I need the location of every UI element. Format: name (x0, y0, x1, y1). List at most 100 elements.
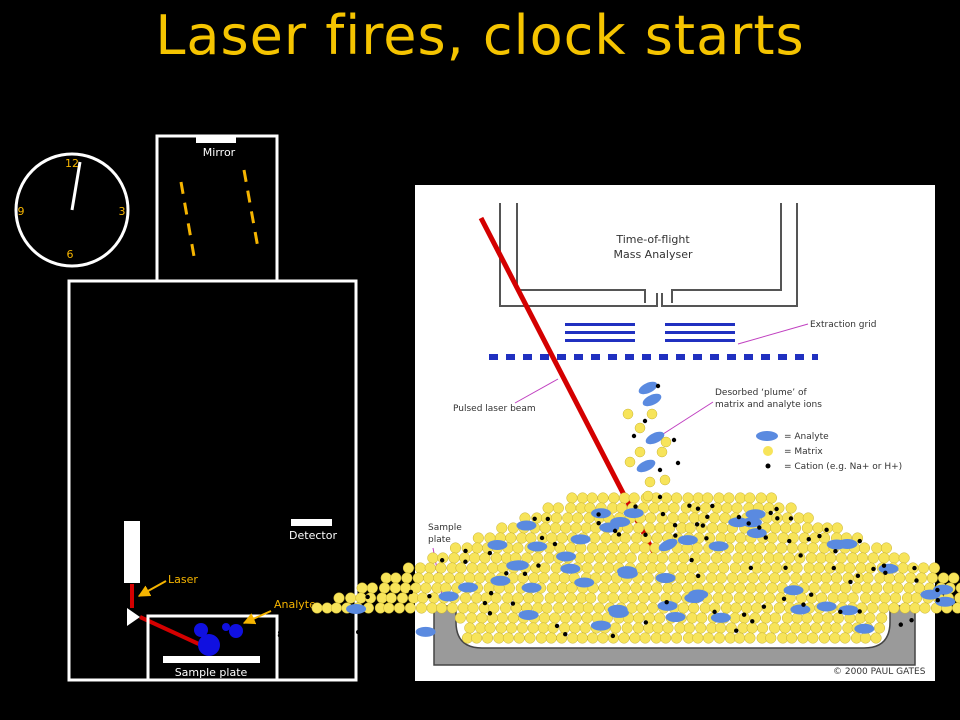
matrix-crystal (537, 622, 549, 634)
legend-cation-label: = Cation (e.g. Na+ or H+) (784, 462, 902, 472)
plume-matrix (646, 408, 658, 420)
analyte-molecule (556, 551, 577, 562)
sample-plate-text-line2: plate (428, 535, 451, 545)
matrix-crystal (812, 612, 824, 624)
matrix-crystal (482, 632, 494, 644)
matrix-crystal (487, 562, 499, 574)
matrix-crystal (937, 572, 950, 584)
matrix-crystal (600, 572, 612, 584)
plume-analyte (645, 431, 665, 445)
cation (330, 619, 336, 625)
matrix-crystal (671, 632, 683, 644)
matrix-crystal (702, 632, 715, 644)
matrix-crystal (580, 522, 592, 534)
matrix-crystal (873, 622, 886, 634)
cation (748, 565, 754, 571)
analyte-molecule (854, 623, 875, 634)
cation (660, 511, 666, 517)
legend-matrix-label: = Matrix (784, 447, 823, 457)
matrix-crystal (744, 632, 756, 644)
cation (695, 506, 701, 511)
matrix-crystal (443, 572, 455, 584)
analyte-molecule (508, 560, 529, 571)
cation (328, 614, 334, 620)
matrix-crystal (851, 582, 863, 594)
matrix-crystal (544, 592, 556, 604)
plume-cation (657, 494, 663, 500)
ion-source-box (146, 614, 279, 680)
matrix-crystal (869, 592, 881, 604)
matrix-crystal (807, 632, 819, 644)
analyte-molecule (677, 535, 698, 546)
matrix-crystal (647, 602, 659, 614)
matrix-crystal (839, 632, 851, 644)
matrix-crystal (608, 492, 620, 504)
cation (781, 596, 787, 601)
matrix-crystal (570, 612, 582, 624)
cation (427, 593, 432, 599)
cation (909, 617, 914, 623)
mirror-label: Mirror (203, 146, 236, 159)
desorbed-plume (622, 381, 681, 552)
matrix-crystal (713, 492, 725, 504)
cation (408, 589, 414, 595)
cation (463, 559, 468, 564)
matrix-crystal (835, 552, 847, 564)
matrix-crystal (692, 492, 704, 504)
matrix-crystal (686, 612, 698, 624)
matrix-crystal (777, 532, 789, 544)
matrix-crystal (636, 602, 648, 614)
matrix-crystal (471, 592, 483, 604)
matrix-crystal (570, 522, 582, 534)
matrix-crystal (677, 562, 689, 574)
cation (831, 565, 836, 571)
analyte-molecule (527, 541, 548, 552)
matrix-crystal (467, 602, 479, 614)
matrix-crystal (472, 532, 484, 544)
matrix-crystal (420, 582, 432, 594)
matrix-crystal (475, 622, 487, 634)
matrix-crystal (790, 572, 802, 584)
cation (643, 620, 649, 625)
matrix-crystal (830, 582, 842, 594)
matrix-crystal (917, 562, 930, 574)
matrix-crystal (692, 632, 704, 644)
slide-title: Laser fires, clock starts (155, 4, 805, 67)
matrix-crystal (593, 602, 605, 614)
matrix-crystal (801, 522, 813, 534)
matrix-crystal (662, 622, 674, 634)
matrix-crystal (758, 572, 770, 584)
plume-matrix (622, 408, 634, 420)
cation (536, 563, 541, 568)
matrix-crystal (648, 502, 660, 514)
matrix-crystal (628, 492, 640, 504)
matrix-crystal (390, 572, 402, 584)
analyte-molecule (518, 609, 539, 620)
extraction-grid-pointer (737, 323, 809, 345)
matrix-crystal (815, 552, 827, 564)
matrix-crystal (618, 542, 630, 554)
matrix-crystal (678, 552, 690, 564)
analyte-molecule (688, 589, 709, 600)
matrix-crystal (954, 592, 960, 604)
matrix-crystal (507, 612, 519, 624)
matrix-crystal (532, 592, 544, 604)
detector-plate (291, 519, 332, 526)
matrix-crystal (765, 492, 778, 504)
matrix-crystal (724, 582, 736, 594)
matrix-crystal (667, 512, 679, 524)
plume-cation (675, 460, 681, 466)
cation (482, 600, 488, 606)
matrix-crystal (769, 522, 782, 534)
analyte-molecule (438, 591, 459, 602)
plume-analyte (642, 393, 662, 407)
matrix-crystal (888, 552, 900, 564)
matrix-crystal (635, 562, 647, 574)
matrix-crystal (576, 632, 588, 644)
matrix-crystal (744, 492, 756, 504)
matrix-crystal (820, 572, 832, 584)
analyte-molecule (935, 596, 956, 607)
matrix-crystal (746, 622, 758, 634)
matrix-crystal (502, 632, 514, 644)
matrix-crystal (505, 532, 517, 544)
